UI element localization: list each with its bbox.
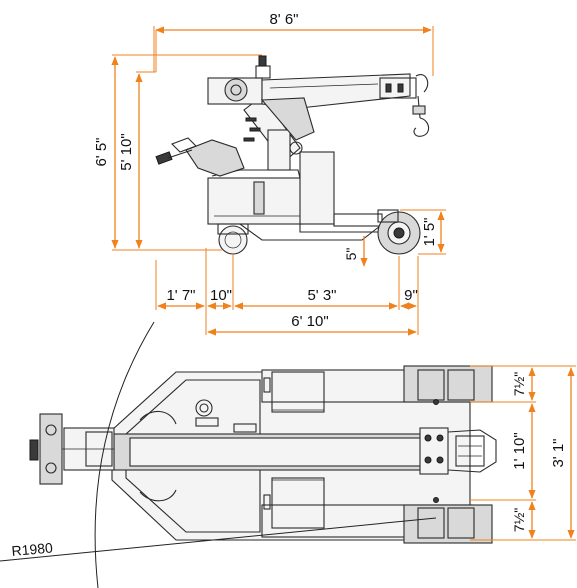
top-dimensions: 7½" 1' 10" 7½" 3' 1" xyxy=(470,365,576,541)
rear-wheel xyxy=(377,209,421,255)
side-dimensions: 8' 6" 6' 5" 5' 10" 1' 5" 5" 1' 7" 10" 5'… xyxy=(93,11,446,336)
max-height-label: 6' 5" xyxy=(93,137,110,166)
cab-height-label: 5' 10" xyxy=(118,133,135,170)
front-to-axle-label: 10" xyxy=(210,287,232,304)
center-width-label: 1' 10" xyxy=(511,432,528,469)
rear-wheel-height-label: 1' 5" xyxy=(421,217,438,246)
top-view-crane xyxy=(29,365,497,544)
hook xyxy=(412,74,430,137)
radius-line xyxy=(0,517,437,562)
side-view-crane xyxy=(155,55,430,255)
mast xyxy=(243,95,303,171)
turning-radius-label: R1980 xyxy=(11,539,54,559)
boom xyxy=(207,55,417,141)
outrigger-width-top-label: 7½" xyxy=(511,372,527,396)
front-overhang-label: 9" xyxy=(404,287,418,304)
body-length-label: 6' 10" xyxy=(291,313,328,330)
rear-overhang-label: 1' 7" xyxy=(166,287,195,304)
overall-length-label: 8' 6" xyxy=(269,11,298,28)
outrigger-width-bottom-label: 7½" xyxy=(511,508,527,532)
ground-clearance-label: 5" xyxy=(343,248,359,261)
turning-radius-arc xyxy=(94,321,155,588)
wheelbase-label: 5' 3" xyxy=(307,287,336,304)
overall-width-label: 3' 1" xyxy=(550,438,567,467)
front-wheel xyxy=(217,223,249,255)
